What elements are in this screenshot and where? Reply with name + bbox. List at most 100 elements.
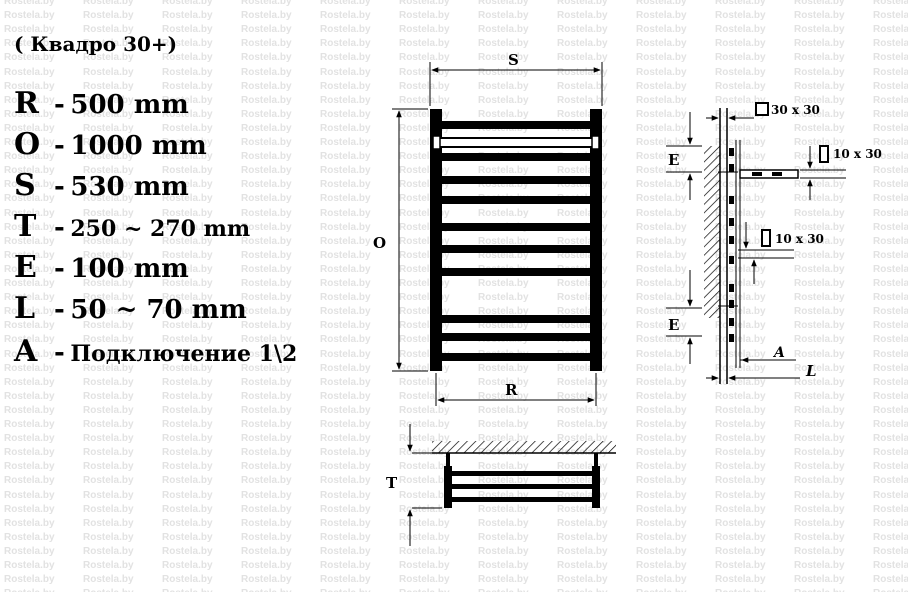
watermark-text: Rostela.by <box>794 433 845 445</box>
watermark-text: Rostela.by <box>241 263 292 275</box>
spec-sep: - <box>54 131 65 161</box>
watermark-text: Rostela.by <box>399 207 450 219</box>
watermark-text: Rostela.by <box>399 151 450 163</box>
watermark-text: Rostela.by <box>636 531 687 543</box>
watermark-text: Rostela.by <box>320 348 371 360</box>
watermark-text: Rostela.by <box>557 320 608 332</box>
watermark-text: Rostela.by <box>241 80 292 92</box>
watermark-text: Rostela.by <box>478 461 529 473</box>
watermark-text: Rostela.by <box>4 376 55 388</box>
watermark-text: Rostela.by <box>873 193 908 205</box>
watermark-text: Rostela.by <box>241 137 292 148</box>
watermark-text: Rostela.by <box>83 475 134 487</box>
watermark-text: Rostela.by <box>241 419 292 430</box>
watermark-text: Rostela.by <box>4 24 55 36</box>
spec-value: Подключение 1\2 <box>70 341 298 367</box>
watermark-text: Rostela.by <box>715 574 766 586</box>
watermark-text: Rostela.by <box>162 306 213 318</box>
watermark-text: Rostela.by <box>320 137 371 148</box>
watermark-text: Rostela.by <box>794 461 845 473</box>
watermark-text: Rostela.by <box>557 10 608 22</box>
model-title: ( Квадро 30+) <box>14 32 178 56</box>
towel-bar <box>432 135 600 150</box>
watermark-text: Rostela.by <box>399 376 450 388</box>
watermark-text: Rostela.by <box>399 390 450 402</box>
watermark-text: Rostela.by <box>636 334 687 346</box>
watermark-text: Rostela.by <box>241 376 292 388</box>
spec-key: T <box>14 209 37 244</box>
watermark-text: Rostela.by <box>636 278 687 289</box>
watermark-text: Rostela.by <box>794 489 845 501</box>
watermark-text: Rostela.by <box>320 517 371 529</box>
watermark-text: Rostela.by <box>162 574 213 586</box>
watermark-text: Rostela.by <box>715 390 766 402</box>
watermark-text: Rostela.by <box>399 545 450 557</box>
watermark-text: Rostela.by <box>399 122 450 134</box>
spec-value: 1000 mm <box>70 131 207 161</box>
watermark-text: Rostela.by <box>478 235 529 247</box>
watermark-text: Rostela.by <box>399 165 450 177</box>
watermark-text: Rostela.by <box>636 574 687 586</box>
watermark-text: Rostela.by <box>794 108 845 120</box>
watermark-text: Rostela.by <box>478 10 529 22</box>
watermark-text: Rostela.by <box>636 588 687 592</box>
watermark-text: Rostela.by <box>636 263 687 275</box>
watermark-text: Rostela.by <box>399 574 450 586</box>
spec-key: S <box>14 168 36 203</box>
watermark-text: Rostela.by <box>873 433 908 445</box>
watermark-text: Rostela.by <box>162 221 213 233</box>
watermark-text: Rostela.by <box>4 137 55 148</box>
watermark-text: Rostela.by <box>478 531 529 543</box>
spec-row-o: O- 1000 mm <box>14 127 207 162</box>
watermark-text: Rostela.by <box>83 348 134 360</box>
watermark-text: Rostela.by <box>83 545 134 557</box>
watermark-text: Rostela.by <box>4 0 55 7</box>
watermark-text: Rostela.by <box>399 404 450 416</box>
watermark-text: Rostela.by <box>557 517 608 529</box>
s-label: S <box>508 51 519 69</box>
watermark-text: Rostela.by <box>636 10 687 22</box>
watermark-text: Rostela.by <box>162 292 213 304</box>
pipe-square-icon <box>755 102 769 116</box>
watermark-text: Rostela.by <box>83 66 134 78</box>
watermark-text: Rostela.by <box>794 193 845 205</box>
spec-sep: - <box>54 172 65 202</box>
watermark-text: Rostela.by <box>320 292 371 304</box>
watermark-text: Rostela.by <box>399 489 450 501</box>
watermark-text: Rostela.by <box>794 122 845 134</box>
watermark-text: Rostela.by <box>241 560 292 571</box>
watermark-text: Rostela.by <box>83 278 134 289</box>
watermark-text: Rostela.by <box>794 560 845 571</box>
spec-key: A <box>14 334 38 369</box>
watermark-text: Rostela.by <box>478 362 529 374</box>
watermark-text: Rostela.by <box>636 122 687 134</box>
watermark-text: Rostela.by <box>241 574 292 586</box>
watermark-text: Rostela.by <box>320 263 371 275</box>
watermark-text: Rostela.by <box>162 545 213 557</box>
watermark-text: Rostela.by <box>241 475 292 487</box>
watermark-text: Rostela.by <box>83 38 134 50</box>
watermark-text: Rostela.by <box>636 207 687 219</box>
watermark-text: Rostela.by <box>162 376 213 388</box>
watermark-text: Rostela.by <box>241 165 292 177</box>
watermark-text: Rostela.by <box>478 306 529 318</box>
watermark-text: Rostela.by <box>399 503 450 515</box>
watermark-text: Rostela.by <box>478 108 529 120</box>
watermark-text: Rostela.by <box>557 489 608 501</box>
watermark-text: Rostela.by <box>794 278 845 289</box>
watermark-text: Rostela.by <box>715 94 766 106</box>
spec-row-l: L- 50 ~ 70 mm <box>14 291 247 326</box>
watermark-text: Rostela.by <box>478 0 529 7</box>
watermark-text: Rostela.by <box>636 66 687 78</box>
watermark-text: Rostela.by <box>83 404 134 416</box>
watermark-text: Rostela.by <box>873 52 908 64</box>
watermark-text: Rostela.by <box>557 52 608 64</box>
watermark-text: Rostela.by <box>873 376 908 388</box>
watermark-text: Rostela.by <box>794 334 845 346</box>
watermark-text: Rostela.by <box>557 38 608 50</box>
watermark-text: Rostela.by <box>636 306 687 318</box>
watermark-text: Rostela.by <box>320 80 371 92</box>
watermark-text: Rostela.by <box>320 306 371 318</box>
watermark-text: Rostela.by <box>320 362 371 374</box>
watermark-text: Rostela.by <box>636 362 687 374</box>
